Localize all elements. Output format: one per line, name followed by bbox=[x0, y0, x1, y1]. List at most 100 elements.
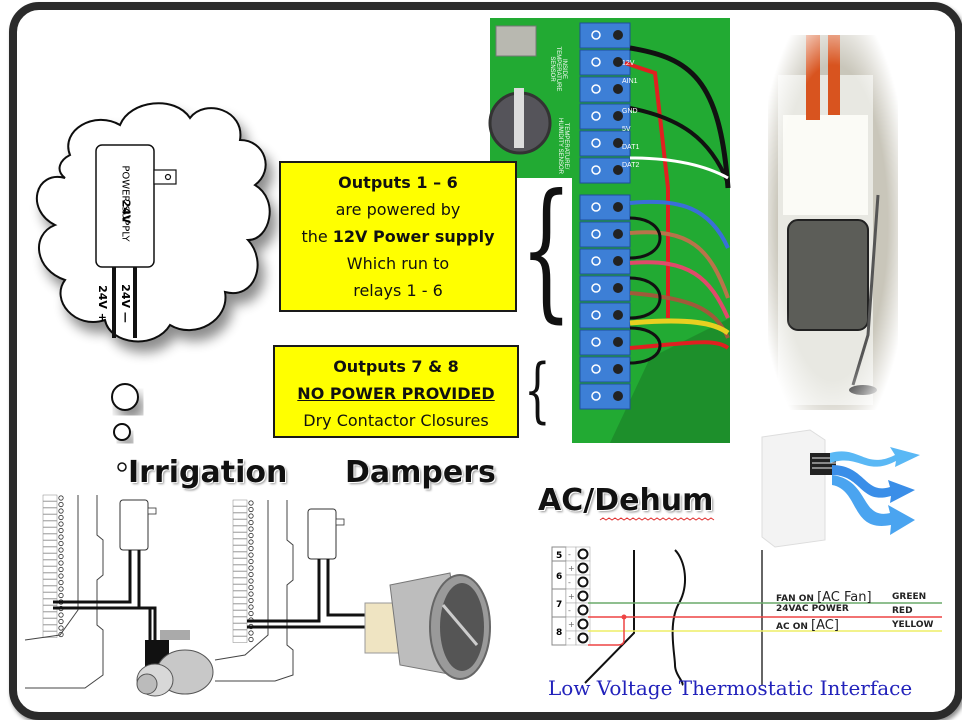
mini-terminal-screw bbox=[248, 604, 254, 610]
wires bbox=[624, 45, 731, 365]
mini-terminal-screw bbox=[58, 553, 64, 560]
mini-terminal bbox=[232, 590, 248, 598]
callout-outputs-7-8: Outputs 7 & 8 NO POWER PROVIDED Dry Cont… bbox=[273, 345, 519, 438]
terminal-group-number: 7 bbox=[556, 600, 562, 610]
terminal-screw bbox=[591, 364, 601, 374]
board-label-inside-temp: INSIDE TEMPERATURE SENSOR bbox=[549, 46, 567, 92]
mini-terminal bbox=[232, 623, 248, 630]
mini-terminal-screw bbox=[248, 500, 254, 506]
terminal-screw bbox=[577, 604, 589, 616]
wire-function-label: FAN ON [AC Fan] bbox=[776, 590, 872, 605]
terminal-hole bbox=[613, 364, 623, 374]
terminal-sign: + bbox=[568, 620, 575, 629]
power-supply-box bbox=[95, 144, 155, 268]
mini-terminal bbox=[42, 585, 58, 593]
callout-1-line3: the 12V Power supply bbox=[281, 223, 515, 250]
board-edge-line bbox=[584, 550, 635, 684]
mini-terminal-screw bbox=[58, 514, 64, 521]
mini-terminal bbox=[232, 558, 248, 565]
terminal-screw bbox=[577, 548, 589, 560]
mini-terminal bbox=[42, 553, 58, 560]
terminal-hole bbox=[613, 165, 623, 175]
callout-1-line4: Which run to bbox=[346, 254, 450, 273]
terminal-sign: - bbox=[568, 634, 571, 643]
terminal-blocks bbox=[579, 22, 631, 410]
callout-1-line3-prefix: the bbox=[301, 227, 333, 246]
mini-terminal-screw bbox=[58, 586, 64, 592]
mini-terminal-screw bbox=[58, 534, 64, 540]
controller-board-photo bbox=[488, 18, 731, 443]
brace-outputs-7-8: { bbox=[524, 349, 551, 431]
board-terminal-label: 5V bbox=[622, 126, 631, 133]
mini-terminal bbox=[232, 616, 248, 624]
mini-terminal-screw bbox=[248, 578, 254, 584]
mini-terminal bbox=[42, 611, 58, 619]
damper bbox=[364, 572, 491, 680]
mini-terminal bbox=[42, 514, 58, 521]
mini-terminal-screw bbox=[248, 591, 254, 597]
mini-terminal bbox=[42, 631, 58, 638]
mini-terminal bbox=[42, 494, 58, 502]
bubble-large bbox=[111, 383, 139, 411]
terminal-screw bbox=[577, 590, 589, 602]
board-terminal-label: DAT1 bbox=[622, 144, 640, 151]
mini-terminal bbox=[42, 520, 58, 528]
mini-terminal-screw bbox=[248, 545, 254, 552]
mini-terminal bbox=[42, 566, 58, 573]
mini-terminal-screw bbox=[248, 539, 254, 545]
mini-terminal-screw bbox=[248, 571, 254, 578]
mini-terminal bbox=[232, 564, 248, 572]
board-terminal-label: 12V bbox=[622, 60, 635, 67]
terminal-hole bbox=[613, 57, 623, 67]
mini-terminal-screw bbox=[58, 527, 64, 534]
terminal-hole bbox=[613, 229, 623, 239]
wire-junction bbox=[621, 614, 627, 620]
terminal-screw bbox=[591, 30, 601, 40]
mini-terminal bbox=[42, 618, 58, 625]
wire-label-small: FAN ON bbox=[776, 594, 818, 604]
terminal-screw bbox=[591, 229, 601, 239]
mini-terminal-screw bbox=[248, 597, 254, 604]
callout-1-line5: relays 1 - 6 bbox=[353, 281, 443, 300]
mini-terminal-screw bbox=[58, 579, 64, 586]
ac-unit-illustration bbox=[761, 429, 920, 548]
mini-terminal bbox=[42, 533, 58, 541]
bubble-medium bbox=[113, 423, 131, 441]
mini-terminal bbox=[232, 499, 248, 507]
terminal-screw bbox=[591, 310, 601, 320]
mini-terminal bbox=[232, 551, 248, 559]
terminal-group-number: 5 bbox=[556, 551, 562, 561]
mini-terminal bbox=[232, 577, 248, 585]
mini-terminal-screw bbox=[58, 592, 64, 599]
airflow-arrow-mid bbox=[832, 465, 915, 503]
bubble-small bbox=[117, 462, 127, 472]
terminal-hole bbox=[613, 283, 623, 293]
mini-terminal-screw bbox=[248, 552, 254, 558]
wire-label-small: 24VAC POWER bbox=[776, 604, 849, 614]
wire-plus-label: 24V + bbox=[95, 285, 109, 322]
irrigation-title: Irrigation bbox=[128, 455, 288, 490]
terminal-screw bbox=[591, 111, 601, 121]
mini-terminal bbox=[232, 597, 248, 604]
mini-terminal-screw bbox=[58, 540, 64, 547]
terminal-sign: - bbox=[568, 578, 571, 587]
mini-terminal bbox=[42, 546, 58, 554]
mini-terminal bbox=[42, 501, 58, 508]
terminal-screw bbox=[577, 618, 589, 630]
wire-label-bracket: [AC Fan] bbox=[817, 590, 872, 605]
terminal-screw bbox=[591, 337, 601, 347]
dampers-title: Dampers bbox=[345, 455, 496, 490]
wire-color-label: YELLOW bbox=[892, 620, 934, 630]
callout-2-heading: Outputs 7 & 8 bbox=[333, 357, 459, 376]
callout-1-heading: Outputs 1 – 6 bbox=[338, 173, 458, 192]
mini-terminal-screw bbox=[248, 532, 254, 539]
mini-terminal-screw bbox=[248, 506, 254, 513]
mini-terminal-screw bbox=[248, 513, 254, 519]
mini-terminal bbox=[232, 532, 248, 539]
mini-terminal bbox=[232, 519, 248, 526]
airflow-arrow-top bbox=[830, 447, 920, 467]
mini-terminal bbox=[42, 579, 58, 586]
wire-label-small: AC ON bbox=[776, 622, 812, 632]
wave-break bbox=[671, 549, 686, 686]
